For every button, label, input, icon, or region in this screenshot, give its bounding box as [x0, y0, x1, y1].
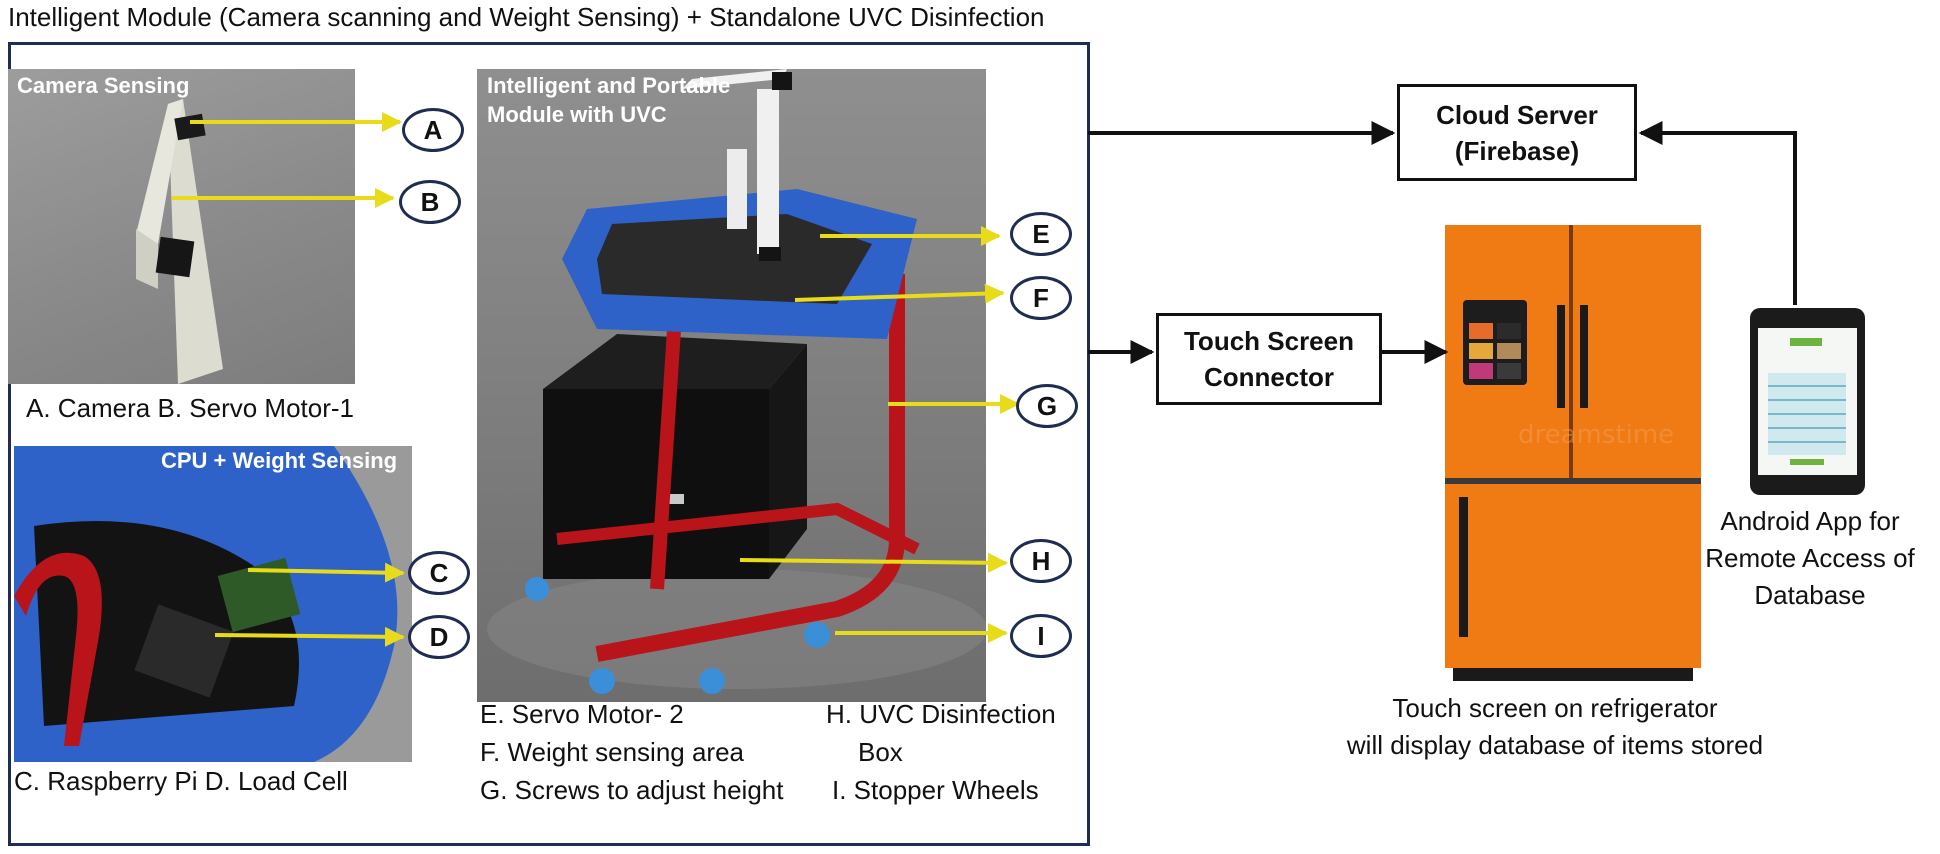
camera-arm-render: [136, 99, 223, 384]
cpu-weight-render: [14, 446, 398, 762]
refrigerator-render: dreamstime: [1445, 225, 1701, 681]
wheel-icon: [804, 622, 830, 648]
camera-arm: [168, 99, 223, 384]
weight-sensing-glass: [597, 214, 872, 304]
touch-screen-connector-box: Touch Screen Connector: [1156, 313, 1382, 405]
fridge-handle: [1459, 497, 1468, 637]
watermark-text: dreamstime: [1518, 420, 1674, 450]
portable-module-label: Intelligent and Portable Module with UVC: [487, 73, 731, 127]
raspberry-pi-icon: [217, 557, 301, 633]
cpu-caption: C. Raspberry Pi D. Load Cell: [14, 766, 348, 796]
portable-module-photo: Intelligent and Portable Module with UVC: [477, 69, 986, 702]
portable-module-render: [487, 69, 986, 694]
fridge-handle: [1557, 305, 1565, 408]
frame-red-tube: [14, 552, 102, 746]
fridge-handle: [1580, 305, 1588, 408]
cpu-weight-photo: CPU + Weight Sensing: [14, 446, 412, 762]
cloud-server-box: Cloud Server (Firebase): [1397, 84, 1637, 181]
marker-d: D: [408, 615, 470, 659]
marker-e: E: [1010, 212, 1072, 256]
camera-arm: [757, 89, 779, 254]
module-caption-e: E. Servo Motor- 2: [480, 699, 684, 729]
servo-motor-icon: [155, 236, 195, 278]
marker-i: I: [1010, 614, 1072, 658]
arrow-phone-to-cloud: [1638, 121, 1797, 305]
pointer-h: [739, 552, 1008, 573]
camera-icon: [772, 72, 792, 90]
refrigerator: dreamstime: [1445, 225, 1701, 681]
marker-b: B: [399, 180, 461, 224]
marker-g: G: [1016, 384, 1078, 428]
android-phone: [1750, 308, 1865, 495]
cpu-weight-label: CPU + Weight Sensing: [161, 448, 398, 473]
diagram-title: Intelligent Module (Camera scanning and …: [8, 2, 1045, 32]
pointer-f: [794, 283, 1005, 304]
phone-caption: Android App for Remote Access of Databas…: [1705, 506, 1915, 610]
camera-arm-joint: [136, 229, 158, 289]
marker-c: C: [408, 551, 470, 595]
pointer-c: [247, 562, 405, 583]
module-caption-i: I. Stopper Wheels: [832, 775, 1039, 805]
module-caption-h: H. UVC Disinfection: [826, 699, 1056, 729]
phone-screen: [1758, 328, 1857, 475]
servo-motor-icon: [759, 247, 781, 261]
wheel-icon: [699, 668, 725, 694]
marker-a: A: [402, 108, 464, 152]
marker-h: H: [1010, 539, 1072, 583]
marker-f: F: [1010, 276, 1072, 320]
camera-arm-upper: [136, 99, 183, 244]
wheel-icon: [525, 577, 549, 601]
pointer-d: [214, 626, 405, 647]
module-caption-g: G. Screws to adjust height: [480, 775, 784, 805]
module-caption-f: F. Weight sensing area: [480, 737, 744, 767]
module-caption-h-cont: Box: [858, 737, 903, 767]
wheel-icon: [589, 668, 615, 694]
fridge-caption: Touch screen on refrigerator will displa…: [1346, 693, 1764, 760]
camera-caption: A. Camera B. Servo Motor-1: [26, 393, 354, 423]
module-frame: [8, 42, 1090, 846]
camera-sensing-label: Camera Sensing: [17, 73, 190, 98]
load-cell-icon: [134, 604, 234, 698]
